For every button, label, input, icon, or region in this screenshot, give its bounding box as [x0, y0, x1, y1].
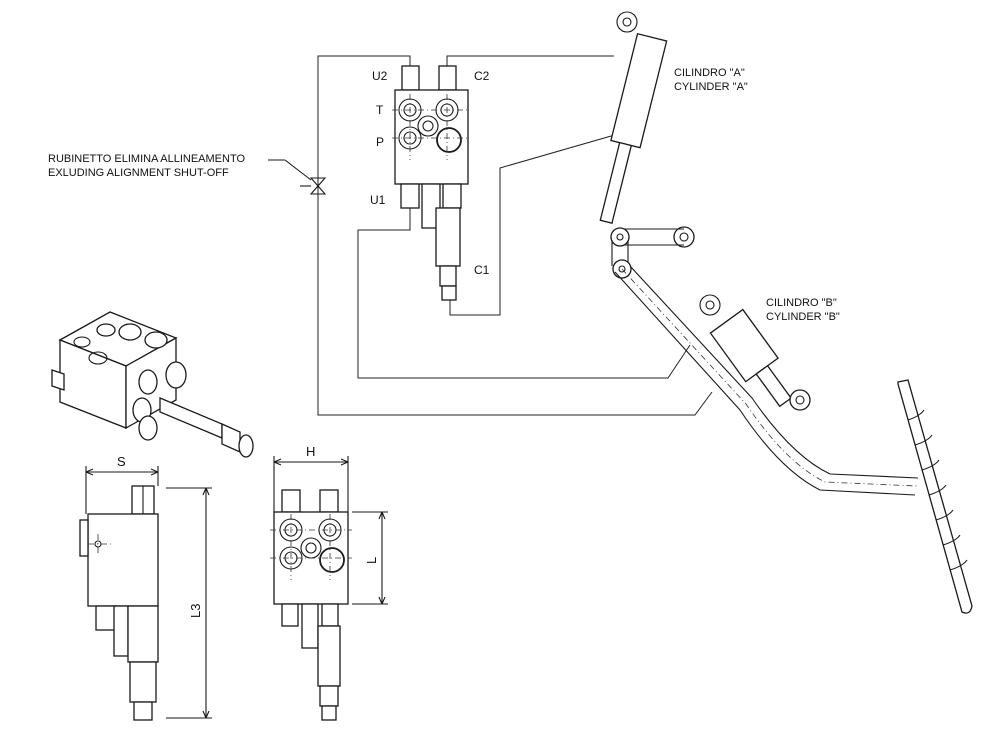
- cylinder-b: [699, 294, 811, 411]
- dimension-l3-label: L3: [188, 604, 203, 618]
- dimension-s: [85, 466, 159, 514]
- long-arm: [614, 265, 919, 496]
- tine-bar: [897, 379, 973, 614]
- tap-label-en: EXLUDING ALIGNMENT SHUT-OFF: [48, 167, 229, 179]
- port-label-c1: C1: [474, 263, 490, 277]
- port-label-u1: U1: [370, 193, 386, 207]
- main-valve-block: [392, 65, 470, 301]
- cylinder-a-label-en: CYLINDER "A": [674, 81, 748, 93]
- dimension-l: [352, 511, 388, 605]
- dimension-s-label: S: [117, 454, 126, 469]
- cylinder-b-label-en: CYLINDER "B": [766, 311, 840, 323]
- tap-leader-line: [284, 159, 312, 181]
- cylinder-a: [599, 11, 695, 248]
- valve-isometric-view: [51, 311, 254, 458]
- port-label-u2: U2: [372, 69, 388, 83]
- shutoff-tap: [300, 177, 327, 195]
- dimension-l3: [166, 487, 212, 719]
- dimension-h: [273, 456, 349, 512]
- cylinder-b-label-it: CILINDRO "B": [766, 297, 837, 309]
- port-label-p: P: [376, 135, 384, 149]
- dimension-l-label: L: [364, 557, 379, 564]
- tap-label-it: RUBINETTO ELIMINA ALLINEAMENTO: [48, 153, 245, 165]
- valve-front-view: [270, 489, 352, 721]
- dimension-h-label: H: [306, 444, 315, 459]
- valve-side-view: [79, 485, 159, 721]
- port-label-t: T: [376, 103, 384, 117]
- linkage-arm: [610, 227, 684, 279]
- cylinder-a-label-it: CILINDRO "A": [674, 67, 745, 79]
- pipe-circuit: [317, 55, 713, 416]
- port-label-c2: C2: [474, 69, 490, 83]
